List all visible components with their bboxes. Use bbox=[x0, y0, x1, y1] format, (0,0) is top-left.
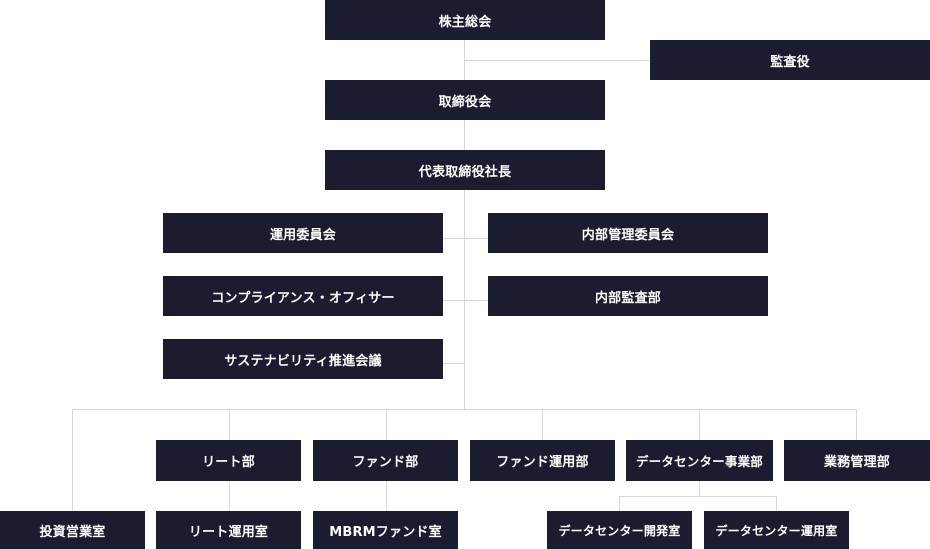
node-sustainability: サステナビリティ推進会議 bbox=[163, 339, 443, 379]
connector-main-vertical bbox=[464, 40, 465, 409]
node-investment-office: 投資営業室 bbox=[0, 511, 145, 549]
connector-fund-v bbox=[386, 409, 387, 440]
connector-operations-v bbox=[856, 409, 857, 440]
node-fund: ファンド部 bbox=[313, 440, 458, 481]
connector-departments-h bbox=[72, 409, 857, 410]
connector-mbrm-office-v bbox=[386, 481, 387, 511]
node-dc-management-office: データセンター運用室 bbox=[704, 511, 849, 549]
node-operations: 業務管理部 bbox=[784, 440, 930, 481]
connector-fund-management-v bbox=[542, 409, 543, 440]
node-board: 取締役会 bbox=[325, 80, 605, 120]
connector-row2-h bbox=[443, 300, 488, 301]
connector-dc-down-v bbox=[699, 481, 700, 496]
node-dc-development-office: データセンター開発室 bbox=[547, 511, 692, 549]
node-compliance-officer: コンプライアンス・オフィサー bbox=[163, 276, 443, 316]
node-ceo: 代表取締役社長 bbox=[325, 150, 605, 190]
connector-reit-v bbox=[229, 409, 230, 440]
connector-data-center-v bbox=[699, 409, 700, 440]
connector-row1-h bbox=[443, 238, 488, 239]
node-reit-management-office: リート運用室 bbox=[156, 511, 301, 549]
connector-auditor-h bbox=[465, 60, 650, 61]
connector-reit-office-v bbox=[229, 481, 230, 511]
node-data-center: データセンター事業部 bbox=[626, 440, 773, 481]
connector-investment-office-v bbox=[72, 409, 73, 511]
node-internal-audit: 内部監査部 bbox=[488, 276, 768, 316]
node-internal-control-committee: 内部管理委員会 bbox=[488, 213, 768, 253]
node-fund-management: ファンド運用部 bbox=[470, 440, 615, 481]
connector-dc-dev-v bbox=[619, 496, 620, 511]
connector-row3-h bbox=[443, 363, 464, 364]
node-auditor: 監査役 bbox=[650, 40, 930, 80]
node-reit: リート部 bbox=[156, 440, 301, 481]
node-mbrm-fund-office: MBRMファンド室 bbox=[313, 511, 458, 549]
connector-dc-mgmt-v bbox=[776, 496, 777, 511]
connector-dc-offices-h bbox=[619, 496, 776, 497]
node-shareholders: 株主総会 bbox=[325, 0, 605, 40]
node-investment-committee: 運用委員会 bbox=[163, 213, 443, 253]
